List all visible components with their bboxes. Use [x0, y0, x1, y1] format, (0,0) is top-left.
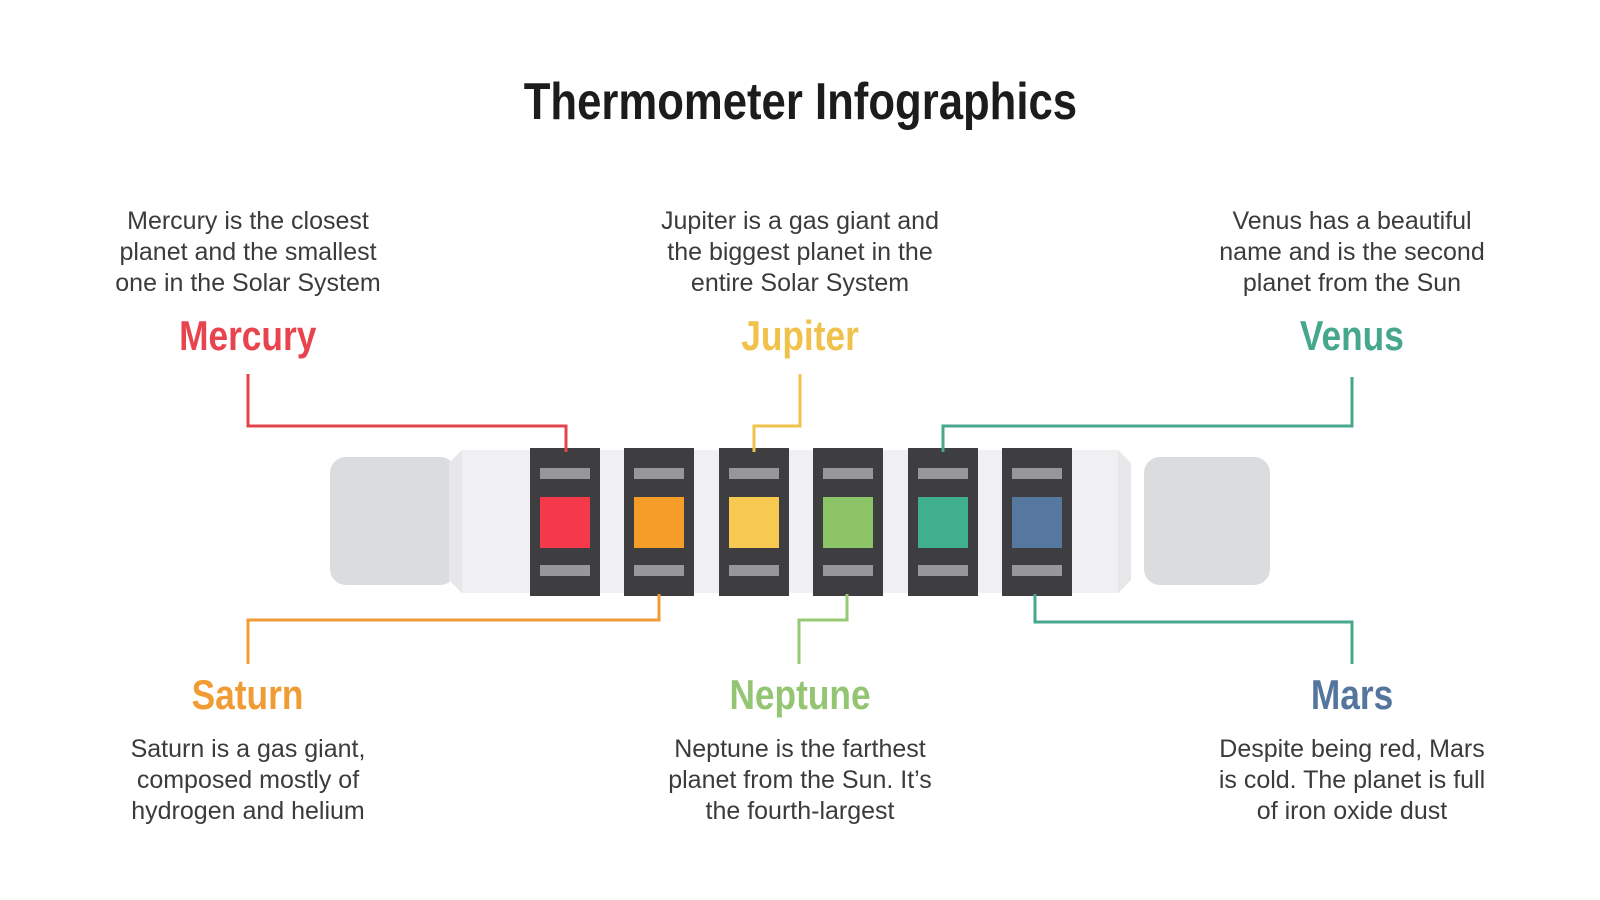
thermometer-left-handle	[330, 457, 456, 585]
thermometer-right-bevel	[1118, 450, 1131, 593]
connector-line-mercury	[246, 374, 568, 452]
planet-label-jupiter-text: Jupiter	[741, 312, 859, 359]
planet-label-neptune: Neptune	[600, 670, 1000, 720]
segment-bottom-bar	[540, 565, 590, 576]
thermometer-right-handle	[1144, 457, 1270, 585]
connector-line-mars	[1033, 594, 1354, 664]
planet-label-mars: Mars	[1152, 670, 1552, 720]
planet-description-mercury: Mercury is the closest planet and the sm…	[115, 207, 381, 297]
planet-block-venus: Venus has a beautiful name and is the se…	[1152, 206, 1552, 361]
planet-block-saturn: Saturn Saturn is a gas giant, composed m…	[48, 670, 448, 827]
planet-label-mercury-text: Mercury	[179, 312, 317, 359]
segment-bottom-bar	[1012, 565, 1062, 576]
segment-bottom-bar	[918, 565, 968, 576]
connector-line-jupiter	[752, 374, 802, 452]
planet-label-venus: Venus	[1152, 311, 1552, 361]
planet-description-venus: Venus has a beautiful name and is the se…	[1219, 207, 1485, 297]
planet-label-mercury: Mercury	[48, 311, 448, 361]
planet-label-venus-text: Venus	[1300, 312, 1404, 359]
segment-bottom-bar	[729, 565, 779, 576]
thermometer-segment	[719, 448, 789, 596]
planet-description-neptune: Neptune is the farthest planet from the …	[668, 735, 932, 825]
planet-block-jupiter: Jupiter is a gas giant and the biggest p…	[600, 206, 1000, 361]
connector-line-neptune	[797, 594, 849, 664]
segment-top-bar	[1012, 468, 1062, 479]
segment-top-bar	[918, 468, 968, 479]
segment-swatch	[729, 497, 779, 548]
page-title: Thermometer Infographics	[0, 72, 1600, 132]
planet-label-jupiter: Jupiter	[600, 311, 1000, 361]
planet-block-neptune: Neptune Neptune is the farthest planet f…	[600, 670, 1000, 827]
segment-swatch	[918, 497, 968, 548]
planet-description-mars: Despite being red, Mars is cold. The pla…	[1218, 735, 1486, 825]
planet-label-neptune-text: Neptune	[729, 671, 871, 718]
planet-label-saturn-text: Saturn	[192, 671, 304, 718]
thermometer-left-bevel	[449, 450, 462, 593]
thermometer-segment	[1002, 448, 1072, 596]
segment-swatch	[634, 497, 684, 548]
segment-top-bar	[823, 468, 873, 479]
planet-label-saturn: Saturn	[48, 670, 448, 720]
thermometer-segment	[908, 448, 978, 596]
planet-description-saturn: Saturn is a gas giant, composed mostly o…	[130, 735, 366, 825]
segment-top-bar	[634, 468, 684, 479]
planet-label-mars-text: Mars	[1310, 671, 1394, 718]
thermometer-body	[449, 450, 1131, 593]
segment-top-bar	[729, 468, 779, 479]
segment-top-bar	[540, 468, 590, 479]
connector-line-saturn	[246, 594, 661, 664]
connector-line-venus	[941, 377, 1354, 452]
segment-swatch	[540, 497, 590, 548]
page-title-text: Thermometer Infographics	[523, 73, 1077, 131]
thermometer-segment	[530, 448, 600, 596]
planet-block-mercury: Mercury is the closest planet and the sm…	[48, 206, 448, 361]
segment-swatch	[1012, 497, 1062, 548]
segment-bottom-bar	[823, 565, 873, 576]
thermometer-segment	[624, 448, 694, 596]
segment-swatch	[823, 497, 873, 548]
planet-block-mars: Mars Despite being red, Mars is cold. Th…	[1152, 670, 1552, 827]
thermometer-segment	[813, 448, 883, 596]
planet-description-jupiter: Jupiter is a gas giant and the biggest p…	[661, 207, 939, 297]
segment-bottom-bar	[634, 565, 684, 576]
